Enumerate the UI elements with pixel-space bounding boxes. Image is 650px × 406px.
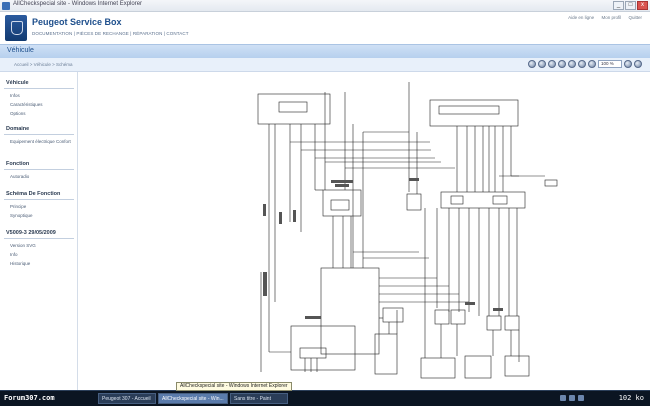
sidebar-title-vehicle: Véhicule <box>6 80 29 86</box>
sub-bar: Accueil > Véhicule > Schéma 100 % <box>0 58 650 72</box>
wire-label <box>263 204 266 216</box>
fit-icon[interactable] <box>624 60 632 68</box>
divider <box>4 88 74 89</box>
diagram-box <box>440 191 526 209</box>
sidebar-title-function: Fonction <box>6 161 30 167</box>
maximize-icon[interactable]: □ <box>625 1 636 10</box>
profile-link[interactable]: Mon profil <box>601 15 622 20</box>
divider <box>4 169 74 170</box>
sidebar-item-svg[interactable]: Version SVG <box>10 243 36 248</box>
section-title: Véhicule <box>7 47 34 54</box>
wiring-diagram-area[interactable] <box>79 72 650 390</box>
sidebar-item-info[interactable]: Info <box>10 252 18 257</box>
wire-label <box>293 210 296 222</box>
sidebar-item-options[interactable]: Options <box>10 111 26 116</box>
wire-label <box>263 272 267 296</box>
sidebar: Véhicule Infos Caractéristiques Options … <box>0 72 78 390</box>
diagram-box <box>257 93 331 125</box>
minimize-icon[interactable]: _ <box>613 1 624 10</box>
window-controls: _ □ x <box>613 1 648 10</box>
print-icon[interactable] <box>568 60 576 68</box>
wire-label <box>335 184 349 187</box>
wiring-diagram[interactable] <box>79 72 650 390</box>
wire-label <box>305 316 321 319</box>
tray-icon[interactable] <box>569 395 575 401</box>
logout-link[interactable]: Quitter <box>628 15 642 20</box>
sidebar-item-specs[interactable]: Caractéristiques <box>10 102 43 107</box>
collapse-icon[interactable] <box>634 60 642 68</box>
peugeot-logo <box>5 15 27 41</box>
sidebar-item-autoradio[interactable]: Autoradio <box>10 174 30 179</box>
sidebar-title-domain: Domaine <box>6 126 30 132</box>
sidebar-item-synoptic[interactable]: Synoptique <box>10 213 33 218</box>
section-bar: Véhicule <box>0 44 650 58</box>
ie-icon <box>2 2 10 10</box>
wire-label <box>493 308 503 311</box>
wire-label <box>465 302 475 305</box>
divider <box>4 199 74 200</box>
task-ie[interactable]: AllCheckspecial site - Win... <box>158 393 228 404</box>
task-peugeot[interactable]: Peugeot 307 - Accueil <box>98 393 156 404</box>
brand-title: Peugeot Service Box <box>32 17 122 27</box>
wire-label <box>279 212 282 224</box>
zoom-in-icon[interactable] <box>578 60 586 68</box>
zoom-out-icon[interactable] <box>588 60 596 68</box>
diagram-box <box>429 99 519 127</box>
right-icon[interactable] <box>558 60 566 68</box>
title-bar: AllCheckspecial site - Windows Internet … <box>0 0 650 12</box>
window-title: AllCheckspecial site - Windows Internet … <box>13 1 143 7</box>
left-icon[interactable] <box>548 60 556 68</box>
sidebar-title-schema: Schéma De Fonction <box>6 191 61 197</box>
zoom-select[interactable]: 100 % <box>598 60 622 68</box>
taskbar-tooltip: AllCheckspecial site - Windows Internet … <box>176 382 292 391</box>
header-right-links: Aide en ligne Mon profil Quitter <box>562 15 642 20</box>
header: Peugeot Service Box DOCUMENTATION | PIÈC… <box>0 12 650 44</box>
wire-label <box>409 178 419 181</box>
divider <box>4 238 74 239</box>
taskbar: Forum307.com Peugeot 307 - Accueil AllCh… <box>0 390 650 406</box>
up-icon[interactable] <box>528 60 536 68</box>
transfer-speed: 102 ko <box>618 394 644 402</box>
diagram-box <box>322 189 362 217</box>
sidebar-item-infos[interactable]: Infos <box>10 93 20 98</box>
task-paint[interactable]: Sans titre - Paint <box>230 393 288 404</box>
sidebar-item-history[interactable]: Historique <box>10 261 31 266</box>
forum-watermark: Forum307.com <box>4 394 55 402</box>
down-icon[interactable] <box>538 60 546 68</box>
diagram-toolbar: 100 % <box>528 60 642 68</box>
tray-icon[interactable] <box>560 395 566 401</box>
diagram-box <box>290 325 356 371</box>
sidebar-item-principle[interactable]: Principe <box>10 204 27 209</box>
help-link[interactable]: Aide en ligne <box>568 15 595 20</box>
close-icon[interactable]: x <box>637 1 648 10</box>
sidebar-item-electrical[interactable]: Equipement électrique Confort <box>10 139 71 144</box>
divider <box>4 134 74 135</box>
header-nav-links[interactable]: DOCUMENTATION | PIÈCES DE RECHANGE | RÉP… <box>32 31 189 36</box>
sidebar-title-version: V5009-3 29/05/2009 <box>6 230 56 236</box>
breadcrumb[interactable]: Accueil > Véhicule > Schéma <box>14 62 73 67</box>
tray-icon[interactable] <box>578 395 584 401</box>
system-tray <box>560 395 584 401</box>
wire-label <box>331 180 353 183</box>
diagram-box <box>320 267 380 355</box>
